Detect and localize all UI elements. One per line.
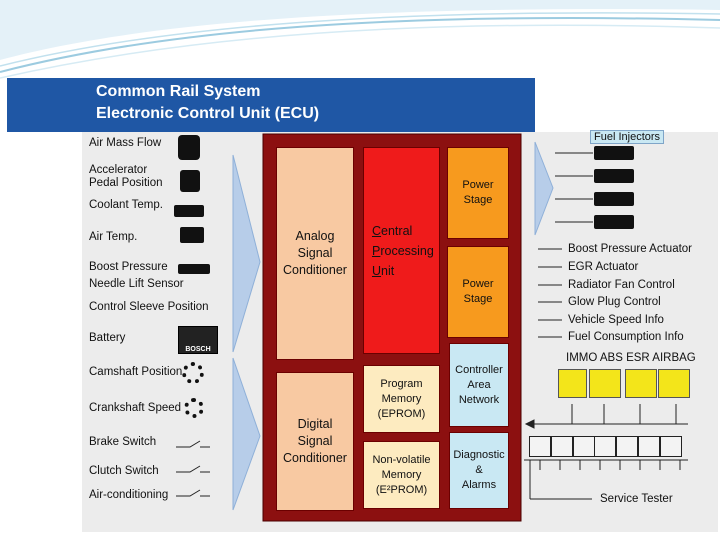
header-decoration (0, 0, 720, 79)
title-line-2: Electronic Control Unit (ECU) (96, 105, 320, 122)
digital-signal-conditioner: Digital Signal Conditioner (276, 372, 354, 511)
cpu-letter-c: C (372, 223, 382, 238)
service-tester-label: Service Tester (600, 493, 673, 505)
fuel-injector-icon (594, 169, 634, 183)
analog-signal-conditioner: Analog Signal Conditioner (276, 147, 354, 360)
cpu-letter-p: P (372, 243, 381, 258)
fuel-injectors-label: Fuel Injectors (590, 130, 665, 144)
fuel-injector-icon (594, 146, 634, 160)
program-memory: Program Memory (EPROM) (363, 365, 440, 433)
diagnostic-bus (524, 459, 688, 500)
engine-warning-icon (616, 436, 638, 457)
actuator-label: EGR Actuator (568, 261, 639, 273)
controller-area-network: Controller Area Network (449, 343, 509, 427)
seatbelt-warning-icon (638, 436, 660, 457)
sensor-label: Coolant Temp. (89, 199, 163, 211)
fuel-pump-icon (594, 436, 616, 457)
sensor-label: Accelerator Pedal Position (89, 164, 163, 189)
actuator-label: Vehicle Speed Info (568, 314, 664, 326)
nv-memory-name: Non-volatile Memory (372, 453, 431, 481)
title-banner: Common Rail System Electronic Control Un… (7, 78, 535, 132)
cpu-word-unit: nit (381, 263, 395, 278)
sensor-label: Control Sleeve Position (89, 301, 209, 313)
injector-lines (555, 152, 593, 223)
power-stage-upper: Power Stage (447, 147, 509, 239)
fuel-injector-icon (594, 192, 634, 206)
air-mass-sensor-icon (178, 135, 200, 160)
immobilizer-warning-icon (558, 369, 587, 398)
diagnostic-and-alarms: Diagnostic & Alarms (449, 432, 509, 509)
sensor-label: Crankshaft Speed (89, 402, 182, 414)
battery-brand: BOSCH (185, 346, 211, 353)
temperature-sensor-icon (180, 227, 204, 243)
sensor-label: Brake Switch (89, 436, 157, 448)
sensor-label: Air Temp. (89, 231, 138, 243)
glow-plug-icon (573, 436, 595, 457)
input-arrow-upper (232, 154, 261, 353)
abs-warning-icon (589, 369, 621, 398)
fuel-injector-icon (594, 215, 634, 229)
sensor-label: Boost Pressure (89, 261, 168, 273)
nv-memory-type: (E²PROM) (375, 483, 428, 496)
oil-pressure-icon (660, 436, 682, 457)
actuator-label: Radiator Fan Control (568, 279, 675, 291)
output-arrow (534, 141, 554, 236)
sensor-label: Air-conditioning (89, 489, 169, 501)
sensor-label: Needle Lift Sensor (89, 278, 184, 290)
actuator-lines (538, 248, 562, 338)
temperature-sensor-icon (174, 205, 204, 217)
sensor-label: Camshaft Position (89, 366, 183, 378)
lamp-indicator-icon (551, 436, 573, 457)
non-volatile-memory: Non-volatile Memory (E²PROM) (363, 441, 440, 509)
actuator-label: Glow Plug Control (568, 296, 661, 308)
can-devices-label: IMMO ABS ESR AIRBAG (566, 352, 696, 364)
gear-sensor-icon (184, 398, 204, 418)
switch-symbols (176, 440, 210, 497)
sensor-label: Battery (89, 332, 126, 344)
gear-sensor-icon (182, 362, 204, 384)
battery-warning-icon (529, 436, 551, 457)
battery-icon: BOSCH (178, 326, 218, 354)
actuator-label: Fuel Consumption Info (568, 331, 684, 343)
pressure-sensor-icon (178, 264, 210, 274)
esr-warning-icon (625, 369, 657, 398)
pedal-sensor-icon (180, 170, 200, 192)
cpu-word-processing: rocessing (380, 243, 434, 258)
title-line-1: Common Rail System (96, 83, 261, 100)
central-processing-unit: Central Processing Unit (363, 147, 440, 354)
power-stage-lower: Power Stage (447, 246, 509, 338)
actuator-label: Boost Pressure Actuator (568, 243, 693, 255)
sensor-label: Clutch Switch (89, 465, 159, 477)
cpu-word-central: entral (381, 223, 413, 238)
can-bus (524, 404, 688, 429)
input-arrow-lower (232, 357, 261, 511)
cpu-letter-u: U (372, 263, 382, 278)
airbag-warning-icon (658, 369, 690, 398)
sensor-label: Air Mass Flow (89, 137, 162, 149)
